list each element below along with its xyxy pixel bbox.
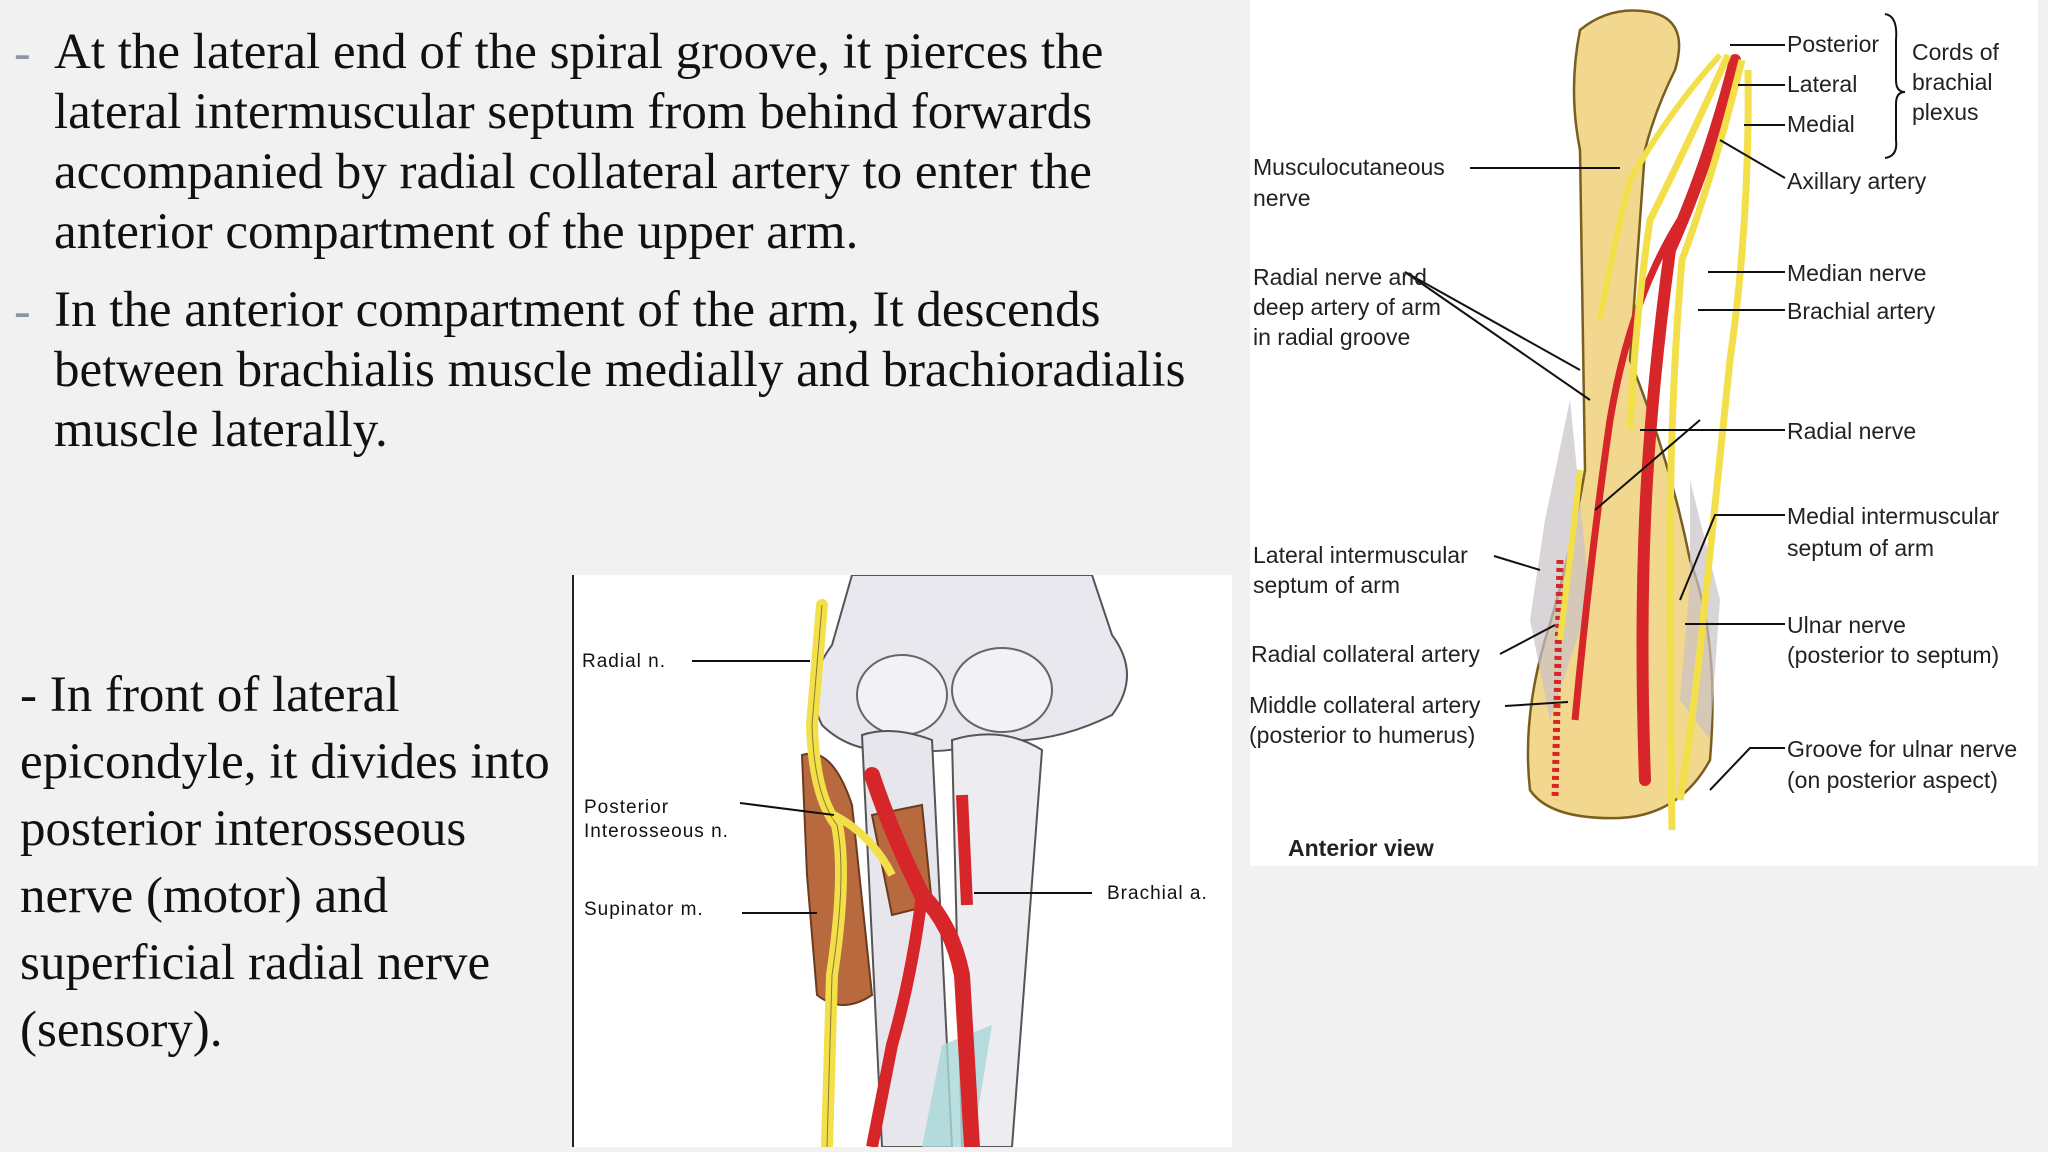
- label-medial-septum-1: Medial intermuscular: [1787, 503, 2000, 529]
- bullet-marker: -: [14, 24, 31, 80]
- bullet-list: - At the lateral end of the spiral groov…: [14, 22, 1234, 478]
- label-ulnar-groove-2: (on posterior aspect): [1787, 767, 1998, 793]
- label-brachial-artery: Brachial artery: [1787, 298, 1936, 324]
- label-middle-collateral-2: (posterior to humerus): [1250, 722, 1475, 748]
- label-anterior-view: Anterior view: [1288, 835, 1434, 861]
- label-medial: Medial: [1787, 111, 1855, 137]
- label-radial-nerve: Radial nerve: [1787, 418, 1916, 444]
- bullet-item: - At the lateral end of the spiral groov…: [14, 22, 1234, 262]
- label-posterior-interosseous-2: Interosseous n.: [584, 821, 729, 842]
- bullet-item: - In the anterior compartment of the arm…: [14, 280, 1234, 460]
- label-middle-collateral-1: Middle collateral artery: [1250, 692, 1481, 718]
- label-medial-septum-2: septum of arm: [1787, 535, 1934, 561]
- label-ulnar-nerve-2: (posterior to septum): [1787, 642, 1999, 668]
- label-radial-collateral: Radial collateral artery: [1251, 641, 1480, 667]
- label-radial-n: Radial n.: [582, 651, 666, 672]
- label-median-nerve: Median nerve: [1787, 260, 1926, 286]
- label-supinator: Supinator m.: [584, 899, 704, 920]
- label-lateral-septum-1: Lateral intermuscular: [1253, 542, 1468, 568]
- elbow-illustration: Radial n. Posterior Interosseous n. Supi…: [572, 575, 1232, 1147]
- label-musculocutaneous-2: nerve: [1253, 185, 1311, 211]
- division-paragraph: - In front of lateral epicondyle, it div…: [20, 667, 550, 1058]
- label-radial-groove-3: in radial groove: [1253, 324, 1410, 350]
- label-radial-groove-1: Radial nerve and: [1253, 264, 1427, 290]
- label-cords-2: brachial: [1912, 69, 1993, 95]
- label-axillary-artery: Axillary artery: [1787, 168, 1927, 194]
- bullet-text: At the lateral end of the spiral groove,…: [54, 24, 1104, 260]
- bullet-text: In the anterior compartment of the arm, …: [54, 282, 1186, 458]
- label-lateral: Lateral: [1787, 71, 1857, 97]
- arm-illustration: Posterior Lateral Medial Cords of brachi…: [1250, 0, 2038, 866]
- label-posterior-interosseous-1: Posterior: [584, 797, 669, 818]
- bullet-marker: -: [14, 282, 31, 338]
- label-brachial-a: Brachial a.: [1107, 883, 1208, 904]
- label-posterior: Posterior: [1787, 31, 1879, 57]
- label-lateral-septum-2: septum of arm: [1253, 572, 1400, 598]
- label-musculocutaneous-1: Musculocutaneous: [1253, 154, 1445, 180]
- label-cords-1: Cords of: [1912, 39, 2000, 65]
- label-ulnar-groove-1: Groove for ulnar nerve: [1787, 736, 2017, 762]
- label-cords-3: plexus: [1912, 99, 1978, 125]
- label-radial-groove-2: deep artery of arm: [1253, 294, 1441, 320]
- label-ulnar-nerve-1: Ulnar nerve: [1787, 612, 1906, 638]
